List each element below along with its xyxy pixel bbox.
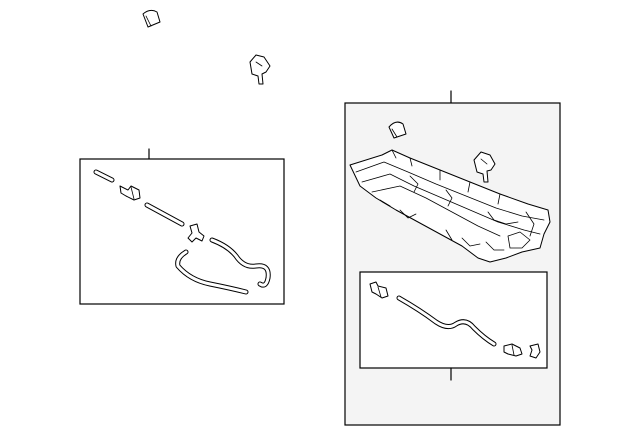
clip-icon (142, 9, 161, 28)
cowl-panel-assembly (344, 90, 561, 426)
tee-fitting-icon (187, 223, 205, 243)
hose-connector-icon (503, 343, 523, 357)
bracket-icon (249, 54, 271, 85)
washer-hose-assembly (79, 148, 285, 305)
elbow-cap-icon (529, 343, 541, 359)
clip-icon (388, 121, 407, 139)
cowl-panel-box (344, 102, 561, 426)
hose-connector-icon (369, 281, 389, 299)
cowl-hose-assembly (359, 271, 548, 381)
hose-connector-icon (119, 185, 141, 201)
washer-hose-box (79, 158, 285, 305)
cowl-panel-icon (349, 149, 551, 263)
bracket-icon (473, 151, 496, 183)
